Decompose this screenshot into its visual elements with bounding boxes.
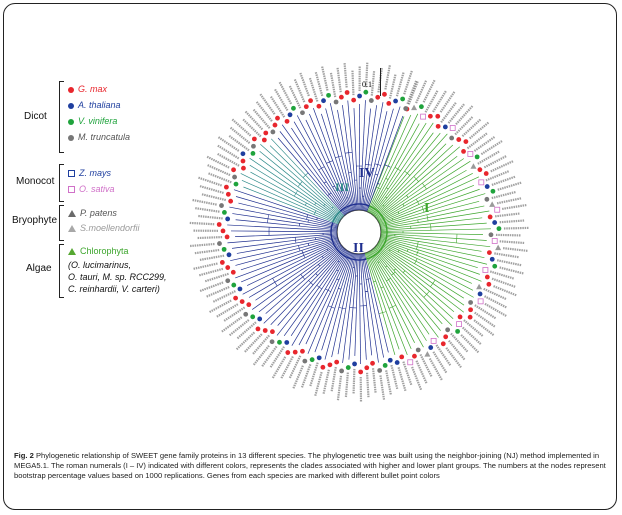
caption-text: Phylogenetic relationship of SWEET gene … bbox=[14, 451, 606, 481]
square-marker-icon bbox=[68, 186, 75, 194]
clade-label-iv: IV bbox=[359, 166, 375, 181]
legend-group-bryophyte: Bryophyte bbox=[12, 215, 58, 226]
figure-number: Fig. 2 bbox=[14, 451, 34, 460]
legend-bracket-bryophyte bbox=[59, 205, 64, 241]
triangle-marker-icon bbox=[68, 248, 76, 256]
figure-frame: Dicot G. max A. thaliana V. vinifera M. … bbox=[3, 3, 617, 510]
figure-caption: Fig. 2 Phylogenetic relationship of SWEE… bbox=[14, 451, 608, 482]
clade-label-iii: III bbox=[335, 180, 350, 194]
legend-item-o-sativa: O. sativa bbox=[68, 184, 115, 194]
legend-extra-1: (O. lucimarinus, bbox=[68, 260, 132, 270]
legend-item-s-moellendorfii: S.moellendorfii bbox=[68, 223, 140, 233]
circle-marker-icon bbox=[68, 86, 74, 93]
legend-bracket-algae bbox=[59, 244, 64, 298]
legend-bracket-monocot bbox=[59, 164, 64, 202]
legend-item-v-vinifera: V. vinifera bbox=[68, 116, 117, 126]
circle-marker-icon bbox=[68, 102, 74, 109]
scale-bar: 0.1 bbox=[362, 68, 381, 96]
legend-item-g-max: G. max bbox=[68, 84, 107, 94]
legend-group-algae: Algae bbox=[26, 263, 52, 274]
legend-bracket-dicot bbox=[59, 81, 64, 153]
clade-label-ii: II bbox=[353, 241, 364, 256]
legend-extra-2: O. tauri, M. sp. RCC299, bbox=[68, 272, 167, 282]
phylogenetic-tree bbox=[189, 62, 529, 403]
scale-bar-line bbox=[380, 68, 381, 96]
legend-item-a-thaliana: A. thaliana bbox=[68, 100, 121, 110]
legend-item-chlorophyta: Chlorophyta bbox=[68, 246, 129, 256]
clade-label-i: I bbox=[424, 201, 430, 216]
legend-item-z-mays: Z. mays bbox=[68, 168, 111, 178]
legend-group-dicot: Dicot bbox=[24, 111, 47, 122]
legend-item-p-patens: P. patens bbox=[68, 208, 117, 218]
legend-extra-3: C. reinhardii, V. carteri) bbox=[68, 284, 160, 294]
triangle-marker-icon bbox=[68, 225, 76, 233]
legend-item-m-truncatula: M. truncatula bbox=[68, 132, 130, 142]
square-marker-icon bbox=[68, 170, 75, 178]
scale-bar-label: 0.1 bbox=[362, 80, 372, 89]
legend-group-monocot: Monocot bbox=[16, 176, 55, 187]
triangle-marker-icon bbox=[68, 210, 76, 218]
circle-marker-icon bbox=[68, 118, 74, 125]
circle-marker-icon bbox=[68, 134, 74, 141]
